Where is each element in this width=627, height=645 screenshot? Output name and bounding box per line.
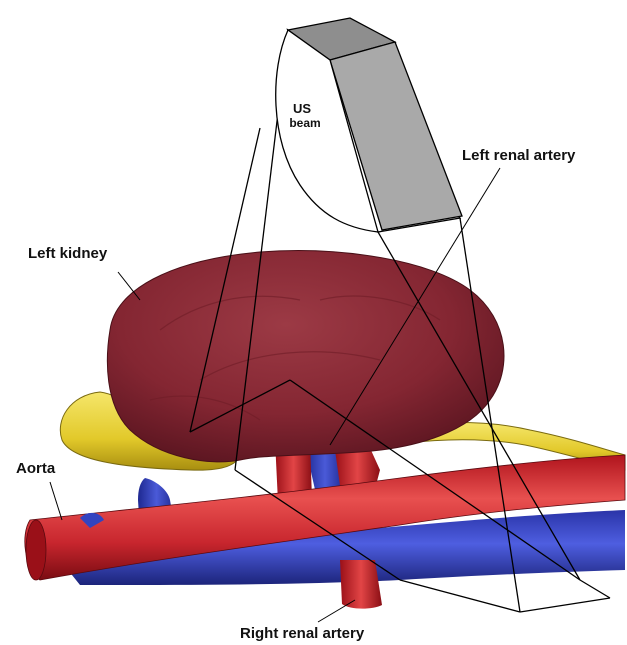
- left-renal-artery-label: Left renal artery: [462, 147, 576, 164]
- left-kidney: [107, 251, 504, 462]
- us-beam-label-line1: US: [293, 101, 311, 116]
- right-renal-artery-pointer: [318, 600, 355, 622]
- us-beam-label-line2: beam: [289, 116, 320, 130]
- right-renal-artery-label: Right renal artery: [240, 625, 365, 642]
- left-kidney-label: Left kidney: [28, 245, 108, 262]
- aorta-label: Aorta: [16, 460, 56, 477]
- aorta-pointer: [50, 482, 62, 520]
